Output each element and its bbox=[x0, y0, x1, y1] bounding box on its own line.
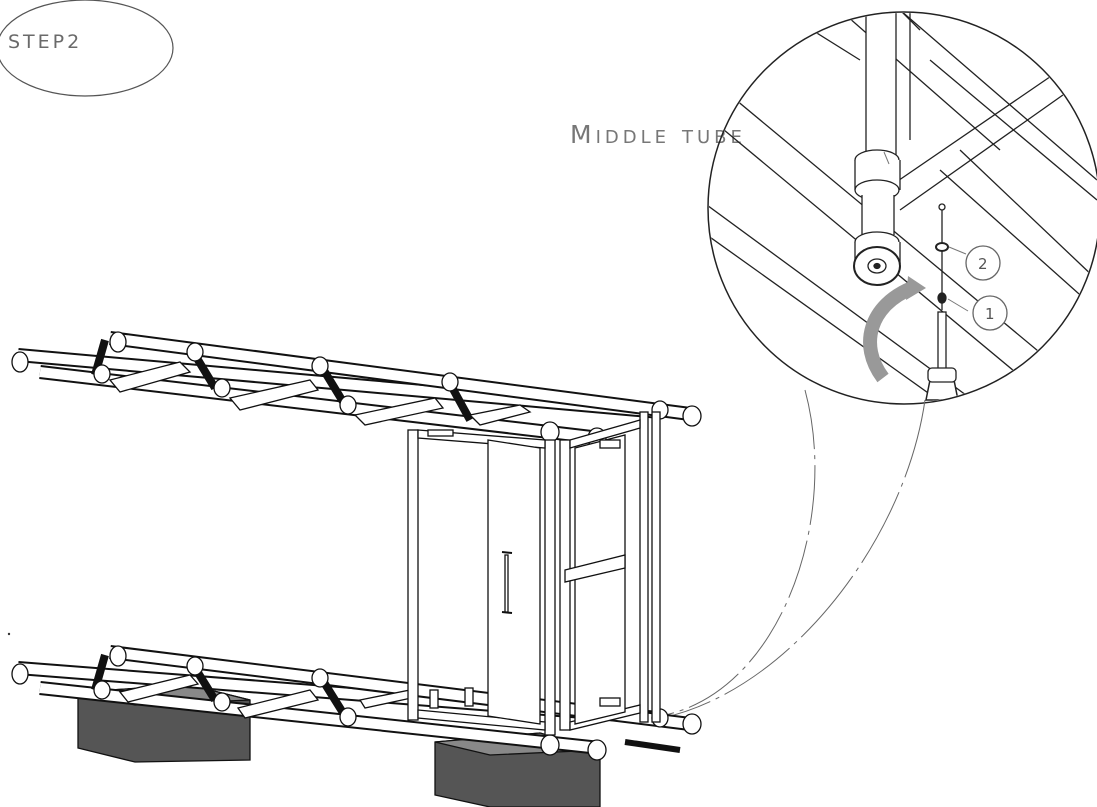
step-label: STEP2 bbox=[8, 31, 83, 53]
zoom-leader-line-inner bbox=[661, 399, 926, 719]
step-ellipse bbox=[0, 0, 174, 97]
callout-number-1: 1 bbox=[985, 305, 995, 323]
middle-tube-label: Middle tube bbox=[570, 120, 746, 149]
cabinet-frame bbox=[407, 411, 661, 736]
frame-assembly bbox=[11, 331, 702, 807]
detail-zoom-circle bbox=[707, 11, 1097, 405]
callout-circle-2 bbox=[965, 245, 1001, 281]
zoom-leader-line-outer bbox=[664, 389, 816, 716]
top-ladder bbox=[11, 331, 702, 449]
detail-view bbox=[709, 13, 1097, 403]
callout-number-2: 2 bbox=[978, 255, 988, 273]
callout-circle-1 bbox=[972, 295, 1008, 331]
stray-mark bbox=[7, 632, 11, 636]
